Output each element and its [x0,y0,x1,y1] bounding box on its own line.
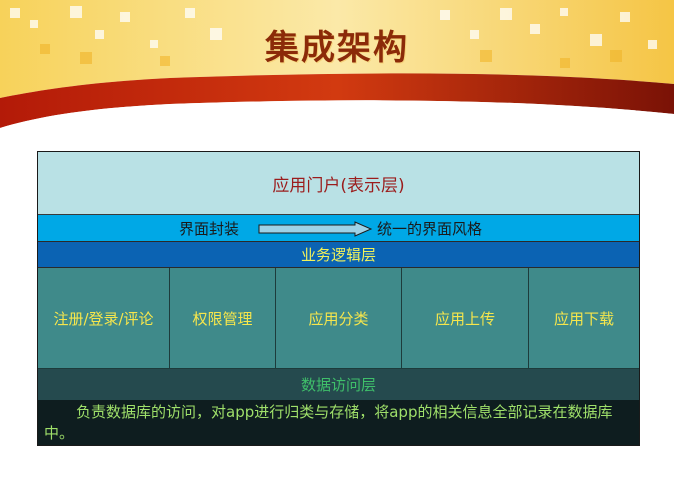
banner-background [0,0,674,140]
presentation-layer: 应用门户(表示层) [38,152,639,215]
slide-title: 集成架构 [265,28,409,68]
description-text: 负责数据库的访问，对app进行归类与存储，将app的相关信息全部记录在数据库中。 [44,403,613,442]
unified-style-label: 统一的界面风格 [377,219,483,238]
encapsulation-row: 界面封装 统一的界面风格 [38,215,639,242]
module-app-download: 应用下载 [553,309,614,328]
module-register-login-comment: 注册/登录/评论 [38,268,170,368]
module-permission-management: 权限管理 [170,268,276,368]
architecture-diagram: 应用门户(表示层) 界面封装 统一的界面风格 业务逻辑层 注册/登录/评论 权限… [37,151,640,446]
header-banner: 集成架构 [0,0,674,140]
modules-row: 注册/登录/评论 权限管理 应用分类 应用上传 应用下载 [38,268,639,368]
data-access-layer: 数据访问层 [38,368,639,400]
right-arrow-icon [258,221,373,237]
data-access-description: 负责数据库的访问，对app进行归类与存储，将app的相关信息全部记录在数据库中。 [38,400,639,445]
module-app-upload: 应用上传 [402,268,529,368]
business-logic-layer: 业务逻辑层 [38,242,639,268]
module-app-category: 应用分类 [276,268,402,368]
encapsulation-label: 界面封装 [179,219,240,238]
